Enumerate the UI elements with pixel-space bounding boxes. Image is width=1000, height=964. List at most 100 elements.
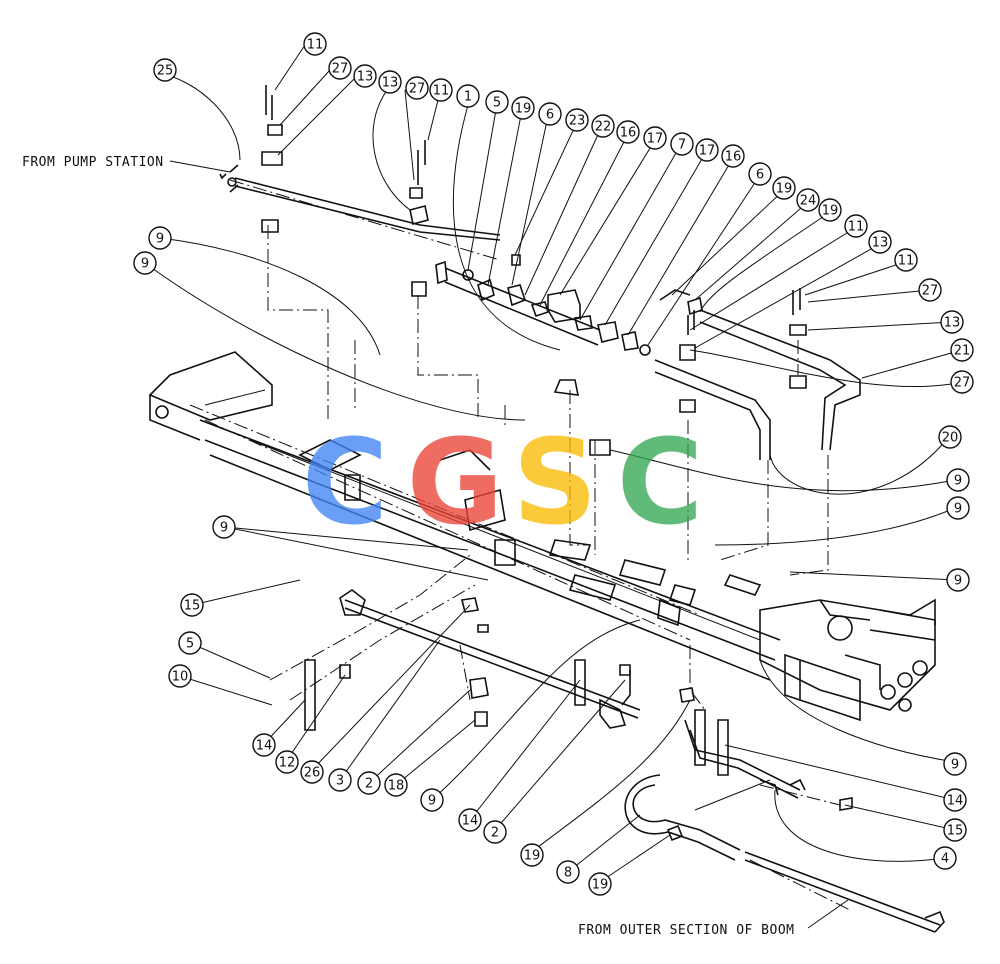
callout-label: 13 (382, 76, 399, 91)
callout-label: 9 (141, 257, 149, 272)
callout-label: 3 (336, 774, 344, 789)
callout-9: 9 (420, 788, 444, 812)
callout-circle (938, 425, 962, 449)
callout-label: 23 (569, 114, 586, 129)
callout-27: 27 (328, 56, 352, 80)
callout-15: 15 (180, 593, 204, 617)
callout-19: 19 (772, 176, 796, 200)
callout-circle (670, 132, 694, 156)
captions: FROM PUMP STATION FROM OUTER SECTION OF … (22, 155, 795, 938)
watermark-letter-2: G (407, 413, 504, 551)
callout-label: 18 (388, 779, 405, 794)
callout-11: 11 (894, 248, 918, 272)
callout-label: 10 (172, 670, 189, 685)
callout-label: 7 (678, 138, 686, 153)
callout-circle (946, 468, 970, 492)
callout-circle (748, 162, 772, 186)
callout-2: 2 (357, 771, 381, 795)
callout-label: 9 (220, 521, 228, 536)
callout-13: 13 (378, 70, 402, 94)
callout-label: 9 (954, 502, 962, 517)
watermark-letter-4: C (617, 413, 704, 551)
callout-label: 22 (595, 120, 612, 135)
callout-5: 5 (178, 631, 202, 655)
callout-14: 14 (252, 733, 276, 757)
callout-label: 9 (951, 758, 959, 773)
caption-from-pump-station: FROM PUMP STATION (22, 155, 164, 170)
callout-13: 13 (353, 64, 377, 88)
callout-label: 19 (592, 878, 609, 893)
callout-label: 19 (524, 849, 541, 864)
callout-circle (721, 144, 745, 168)
callout-label: 24 (800, 194, 817, 209)
callout-circle (456, 84, 480, 108)
callout-circle (950, 370, 974, 394)
callout-label: 16 (620, 126, 637, 141)
callout-label: 2 (491, 826, 499, 841)
callout-label: 26 (304, 766, 321, 781)
callout-label: 9 (156, 232, 164, 247)
callout-circle (933, 846, 957, 870)
caption-from-outer-section: FROM OUTER SECTION OF BOOM (578, 923, 795, 938)
callout-circle (384, 773, 408, 797)
callout-circle (153, 58, 177, 82)
watermark: C G S C (302, 413, 704, 551)
alignment-lines (189, 179, 851, 911)
callout-circle (485, 90, 509, 114)
callout-circle (591, 114, 615, 138)
boom-beam (148, 351, 781, 681)
callout-label: 20 (942, 431, 959, 446)
callout-7: 7 (670, 132, 694, 156)
callout-11: 11 (429, 78, 453, 102)
callout-circle (168, 664, 192, 688)
callout-1: 1 (456, 84, 480, 108)
callout-11: 11 (844, 214, 868, 238)
callout-circle (943, 788, 967, 812)
callout-circle (405, 76, 429, 100)
callout-circle (695, 138, 719, 162)
callout-11: 11 (303, 32, 327, 56)
center-frame (759, 598, 936, 722)
callout-circle (818, 198, 842, 222)
callout-circle (796, 188, 820, 212)
callout-circle (565, 108, 589, 132)
callout-label: 9 (954, 574, 962, 589)
callout-label: 13 (872, 236, 889, 251)
callout-circle (943, 752, 967, 776)
callout-label: 11 (433, 84, 450, 99)
callout-label: 19 (822, 204, 839, 219)
callout-label: 27 (332, 62, 349, 77)
callout-2: 2 (483, 820, 507, 844)
callout-label: 14 (947, 794, 964, 809)
callout-9: 9 (946, 568, 970, 592)
callout-label: 2 (365, 777, 373, 792)
callout-circle (148, 226, 172, 250)
callout-9: 9 (943, 752, 967, 776)
callout-27: 27 (950, 370, 974, 394)
callout-label: 6 (756, 168, 764, 183)
callout-label: 11 (898, 254, 915, 269)
callout-24: 24 (796, 188, 820, 212)
callout-19: 19 (520, 843, 544, 867)
callout-label: 6 (546, 108, 554, 123)
callout-circle (946, 496, 970, 520)
callout-circle (772, 176, 796, 200)
callout-13: 13 (940, 310, 964, 334)
callout-label: 11 (307, 38, 324, 53)
callout-19: 19 (818, 198, 842, 222)
callout-label: 17 (699, 144, 716, 159)
callout-circle (643, 126, 667, 150)
callout-label: 16 (725, 150, 742, 165)
callout-circle (212, 515, 236, 539)
callout-circle (252, 733, 276, 757)
callout-circle (429, 78, 453, 102)
callout-circle (353, 64, 377, 88)
callout-27: 27 (918, 278, 942, 302)
callout-label: 27 (954, 376, 971, 391)
callout-circle (275, 750, 299, 774)
callout-27: 27 (405, 76, 429, 100)
callout-10: 10 (168, 664, 192, 688)
callout-circle (378, 70, 402, 94)
callout-circle (868, 230, 892, 254)
